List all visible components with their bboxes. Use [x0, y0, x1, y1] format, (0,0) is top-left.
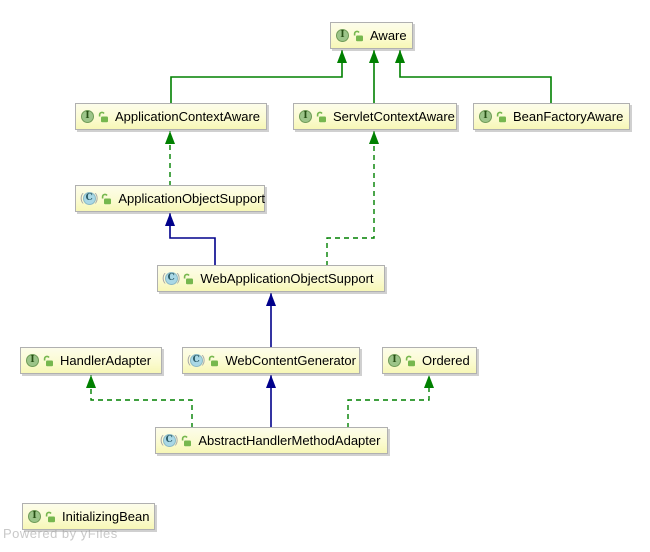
public-lock-icon — [184, 273, 194, 284]
class-icon: C — [82, 192, 96, 205]
public-lock-icon — [353, 30, 363, 41]
node-label: WebContentGenerator — [225, 353, 356, 368]
edge-abstract-handler-method-adapter-implements-ordered — [347, 375, 430, 428]
arrowhead-bean-factory-aware-to-aware — [395, 50, 405, 63]
node-label: ApplicationObjectSupport — [118, 191, 266, 206]
edge-application-context-aware-extends-aware — [170, 50, 343, 104]
node-web-content-generator[interactable]: (C) WebContentGenerator — [182, 347, 360, 374]
node-ordered[interactable]: I Ordered — [382, 347, 477, 374]
class-icon: C — [164, 272, 178, 285]
public-lock-icon — [43, 355, 53, 366]
node-label: Aware — [370, 28, 407, 43]
node-label: ApplicationContextAware — [115, 109, 261, 124]
node-web-application-object-support[interactable]: (C) WebApplicationObjectSupport — [157, 265, 385, 292]
edge-web-application-object-support-implements-servlet-context-aware — [326, 131, 375, 266]
arrowhead-servlet-context-aware-to-aware — [369, 50, 379, 63]
class-icon-paren: ( — [160, 434, 164, 446]
node-label: InitializingBean — [62, 509, 150, 524]
node-initializing-bean[interactable]: I InitializingBean — [22, 503, 155, 530]
node-application-object-support[interactable]: (C) ApplicationObjectSupport — [75, 185, 265, 212]
public-lock-icon — [316, 111, 326, 122]
arrowhead-web-application-object-support-to-servlet-context-aware — [369, 131, 379, 144]
interface-icon: I — [26, 354, 39, 367]
public-lock-icon — [405, 355, 415, 366]
edge-abstract-handler-method-adapter-implements-handler-adapter — [90, 375, 193, 428]
node-handler-adapter[interactable]: I HandlerAdapter — [20, 347, 162, 374]
node-label: HandlerAdapter — [60, 353, 152, 368]
node-label: ServletContextAware — [333, 109, 455, 124]
public-lock-icon — [209, 355, 219, 366]
arrowhead-application-object-support-to-application-context-aware — [165, 131, 175, 144]
class-icon: C — [189, 354, 203, 367]
node-label: BeanFactoryAware — [513, 109, 624, 124]
public-lock-icon — [45, 511, 55, 522]
node-label: WebApplicationObjectSupport — [200, 271, 374, 286]
class-icon-paren: ( — [187, 354, 191, 366]
edge-bean-factory-aware-extends-aware — [399, 50, 552, 104]
public-lock-icon — [102, 193, 112, 204]
arrowhead-web-content-generator-to-web-application-object-support — [266, 293, 276, 306]
class-icon: C — [162, 434, 176, 447]
node-servlet-context-aware[interactable]: I ServletContextAware — [293, 103, 457, 130]
arrowhead-application-context-aware-to-aware — [337, 50, 347, 63]
interface-icon: I — [479, 110, 492, 123]
class-icon-paren: ( — [162, 272, 166, 284]
arrowhead-abstract-handler-method-adapter-to-web-content-generator — [266, 375, 276, 388]
interface-icon: I — [299, 110, 312, 123]
interface-icon: I — [81, 110, 94, 123]
class-icon-paren: ) — [174, 434, 179, 446]
class-icon-paren: ) — [94, 192, 99, 204]
arrowhead-abstract-handler-method-adapter-to-ordered — [424, 375, 434, 388]
public-lock-icon — [496, 111, 506, 122]
interface-icon: I — [336, 29, 349, 42]
node-label: Ordered — [422, 353, 470, 368]
arrowhead-abstract-handler-method-adapter-to-handler-adapter — [86, 375, 96, 388]
node-label: AbstractHandlerMethodAdapter — [198, 433, 381, 448]
node-application-context-aware[interactable]: I ApplicationContextAware — [75, 103, 267, 130]
class-icon-paren: ) — [176, 272, 181, 284]
node-abstract-handler-method-adapter[interactable]: (C) AbstractHandlerMethodAdapter — [155, 427, 388, 454]
interface-icon: I — [28, 510, 41, 523]
class-icon-paren: ) — [201, 354, 206, 366]
public-lock-icon — [98, 111, 108, 122]
node-aware[interactable]: I Aware — [330, 22, 413, 49]
class-icon-paren: ( — [80, 192, 84, 204]
interface-icon: I — [388, 354, 401, 367]
edge-web-application-object-support-extends-application-object-support — [169, 213, 216, 266]
node-bean-factory-aware[interactable]: I BeanFactoryAware — [473, 103, 630, 130]
arrowhead-web-application-object-support-to-application-object-support — [165, 213, 175, 226]
public-lock-icon — [182, 435, 192, 446]
